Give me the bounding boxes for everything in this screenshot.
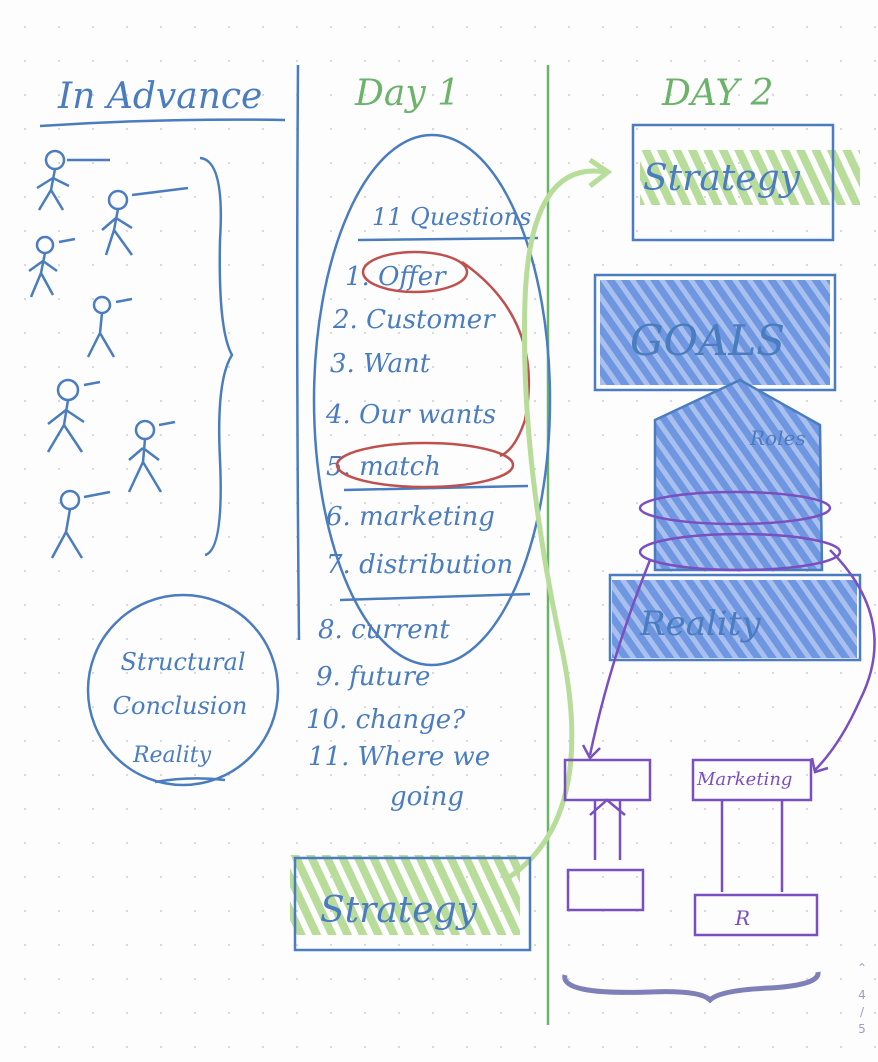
marketing-label: Marketing [696,769,792,790]
reality-label: Reality [639,604,761,644]
list-item: 4. Our wants [325,400,496,430]
person-icon [86,295,133,358]
list-item: 8. current [318,615,450,645]
tower-label: Roles [749,426,806,450]
conclusion-circle [86,593,280,787]
circle-line-3: Reality [132,743,212,768]
list-item: going [390,782,464,812]
chevron-up-icon[interactable]: ⌃ [856,961,868,975]
roles-tower [653,378,824,572]
circle-line-1: Structural [120,648,245,676]
divider-blue [295,64,301,641]
list-item: 6. marketing [326,502,495,532]
goals-label: GOALS [630,316,785,365]
day2-strategy-box [631,123,835,242]
page-indicator: ⌃ 4 / 5 [852,960,872,1038]
day2-strategy-label: Strategy [643,158,801,199]
people-figures [28,149,189,559]
circle-line-2: Conclusion [113,692,248,720]
list-item: 10. change? [306,705,466,735]
header-in-advance: In Advance [57,76,262,117]
day1-strategy-box [293,856,532,952]
page-separator: / [859,1005,865,1019]
person-icon [36,149,110,211]
purple-annotations [562,490,876,1004]
red-highlights [335,250,531,489]
list-item: 3. Want [330,349,431,379]
bottom-box-label: R [734,906,750,930]
header-underline [39,118,286,128]
total-pages: 5 [858,1022,866,1036]
list-item: 11. Where we [308,742,490,772]
circle-underline [154,777,226,784]
header-day2: DAY 2 [661,73,774,114]
reality-box [608,573,862,662]
questions-title: 11 Questions [372,203,531,231]
day1-strategy-label: Strategy [320,890,478,931]
list-item: 1. Offer [345,262,447,292]
list-item: 9. future [316,662,430,692]
list-item: 2. Customer [332,305,496,335]
goals-box [593,273,837,392]
person-icon [28,235,76,298]
brace [199,156,234,557]
person-icon [46,378,101,453]
list-item: 5. match [326,452,441,482]
person-icon [101,186,189,256]
questions-ellipse [312,133,552,667]
list-item: 7. distribution [326,550,513,580]
person-icon [127,419,176,493]
current-page: 4 [858,988,866,1002]
green-flow-arrow [503,157,613,883]
person-icon [50,489,111,559]
header-day1: Day 1 [354,73,460,114]
